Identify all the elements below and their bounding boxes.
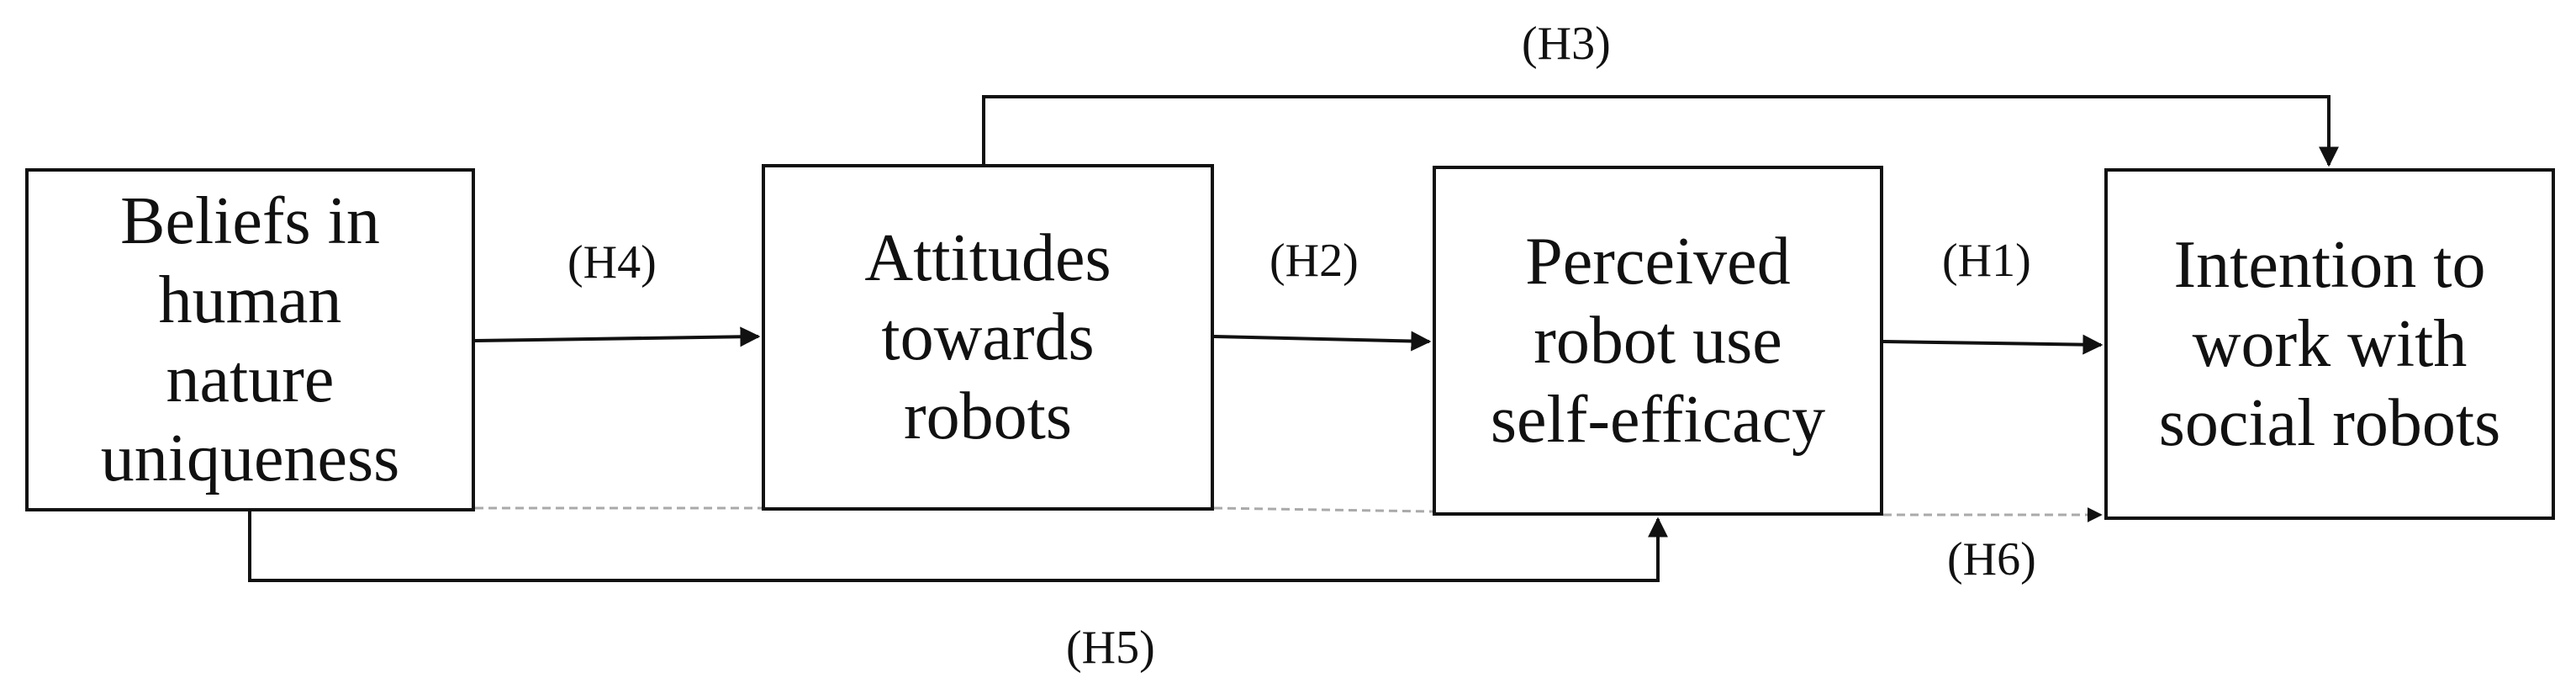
- box-intention-label: Intention to work with social robots: [2158, 228, 2501, 460]
- label-h5: (H5): [1066, 622, 1155, 674]
- box-beliefs-label: Beliefs in human nature uniqueness: [100, 184, 400, 495]
- arrow-h5: [248, 511, 1668, 582]
- label-h2: (H2): [1270, 235, 1359, 287]
- box-attitudes-towards-robots: Attitudes towards robots: [762, 164, 1214, 511]
- arrow-h4: [474, 326, 761, 347]
- box-perceived-self-efficacy: Perceived robot use self-efficacy: [1433, 166, 1883, 516]
- label-h4: (H4): [567, 236, 657, 289]
- box-perceived-label: Perceived robot use self-efficacy: [1490, 225, 1826, 457]
- box-intention-social-robots: Intention to work with social robots: [2104, 168, 2555, 520]
- arrow-h3: [982, 95, 2339, 167]
- label-h3: (H3): [1522, 18, 1611, 70]
- box-attitudes-label: Attitudes towards robots: [864, 221, 1111, 453]
- label-h1: (H1): [1942, 235, 2031, 287]
- dashed-path-h6-segment-2: [1213, 506, 1433, 513]
- arrow-h2: [1213, 331, 1432, 352]
- arrow-h1: [1882, 334, 2104, 355]
- box-beliefs-human-nature-uniqueness: Beliefs in human nature uniqueness: [25, 168, 475, 511]
- label-h6: (H6): [1947, 533, 2036, 585]
